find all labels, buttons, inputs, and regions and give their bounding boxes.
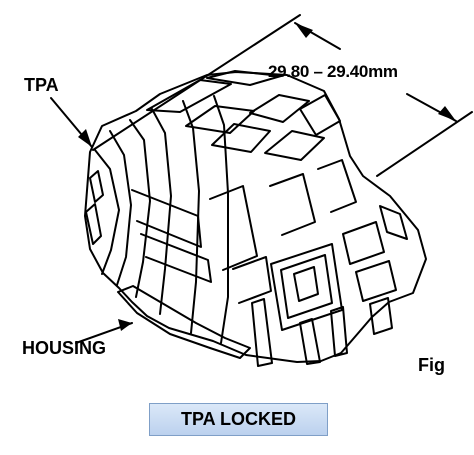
panel-line-3 [131,189,202,248]
panel-line-1 [209,185,258,271]
housing-band-2 [109,130,132,286]
extension-line-bottom [376,111,473,177]
housing-band-1 [94,149,120,275]
dimension-arrowhead-left [295,23,313,38]
right-slot-3 [379,205,408,240]
panel-line-6 [317,159,357,213]
top-rib-6 [264,130,325,161]
extension-line-top [92,14,301,151]
top-rib-4 [211,123,271,153]
top-rib-2 [206,70,282,86]
right-slot-2 [355,260,397,302]
top-rib-7 [299,94,341,136]
panel-line-4 [140,233,212,283]
left-tab [85,203,102,245]
top-rib-3 [185,105,255,134]
left-tab-2 [89,170,104,203]
bottom-leg-left [251,298,273,367]
front-frame-inner [280,254,333,319]
housing-arrowhead [118,319,132,331]
panel-line-5 [269,173,316,236]
housing-band-6 [213,95,229,344]
figure-reference-label: Fig [418,355,445,375]
right-slot-1 [342,221,385,265]
housing-skirt [117,285,251,359]
tpa-label: TPA [24,75,59,95]
housing-band-5 [182,100,200,334]
dimension-arrowhead-right [438,106,456,121]
front-frame-outer [270,243,343,331]
front-latch [293,266,319,302]
tpa-locked-button[interactable]: TPA LOCKED [149,403,328,436]
housing-band-4 [151,108,172,315]
bottom-leg-right [330,306,348,357]
right-peg [369,297,393,335]
housing-label: HOUSING [22,338,107,358]
bottom-leg-center [299,318,321,365]
panel-line-2 [232,256,272,304]
top-rib-5 [249,94,310,123]
housing-band-3 [129,119,151,298]
dimension-label: 29.80 – 29.40mm [268,62,398,81]
tpa-arrowhead [78,129,92,147]
top-rib-1 [146,79,232,113]
